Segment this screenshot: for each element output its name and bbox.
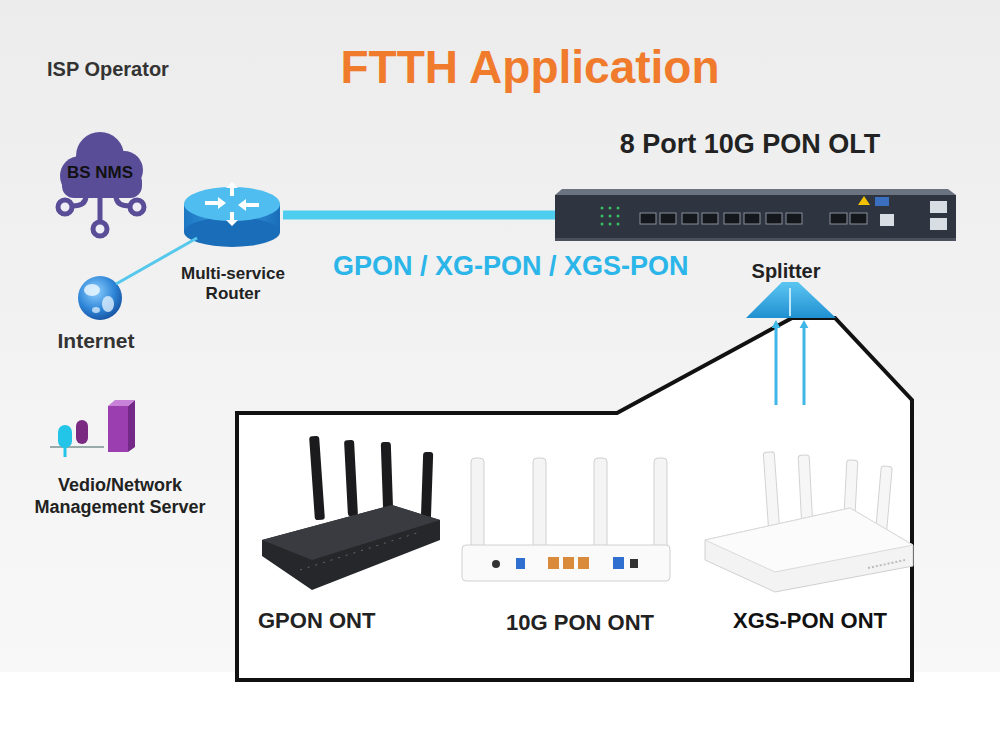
connector-stroke: [283, 211, 555, 220]
free-label: ISP Operator: [47, 57, 247, 81]
node-label: BS NMS: [50, 163, 150, 183]
router-icon: [184, 182, 280, 247]
cloud-node: BS NMS: [50, 130, 150, 240]
node-label: 8 Port 10G PON OLT: [555, 128, 945, 160]
splitter-icon: [746, 282, 836, 318]
cloud-icon: [58, 132, 144, 236]
xgs-pon-ont-device: [705, 452, 913, 592]
router-node: Multi-service Router: [183, 188, 283, 313]
olt-device: [555, 189, 956, 241]
splitter-node: Splitter: [740, 258, 840, 320]
diagram-title: FTTH Application: [280, 40, 780, 95]
node-label: Vedio/Network Management Server: [20, 475, 220, 518]
olt-node: 8 Port 10G PON OLT: [555, 125, 955, 243]
globe-icon: [78, 276, 122, 320]
node-label: XGS-PON ONT: [695, 608, 925, 634]
node-label: 10G PON ONT: [455, 610, 705, 636]
internet-node: Internet: [50, 276, 150, 356]
connector-line: [116, 238, 197, 284]
gpon-ont-device: [262, 436, 440, 590]
connector-line: [283, 215, 555, 216]
connector-line: [772, 320, 809, 405]
ont-node: GPON ONT: [255, 430, 445, 635]
server-node: Vedio/Network Management Server: [30, 398, 210, 523]
ont-node: XGS-PON ONT: [695, 405, 925, 635]
node-label: Splitter: [734, 259, 838, 283]
10g-pon-ont-device: [462, 458, 670, 581]
free-label: GPON / XG-PON / XGS-PON: [333, 250, 753, 282]
arrow-head: [772, 320, 809, 328]
server-icon: [50, 400, 135, 457]
node-label: Multi-service Router: [163, 264, 303, 305]
connector-stroke: [776, 326, 804, 405]
node-label: Internet: [40, 328, 152, 353]
node-label: GPON ONT: [258, 608, 443, 634]
connector-stroke: [116, 238, 197, 284]
ont-node: 10G PON ONT: [455, 450, 705, 635]
